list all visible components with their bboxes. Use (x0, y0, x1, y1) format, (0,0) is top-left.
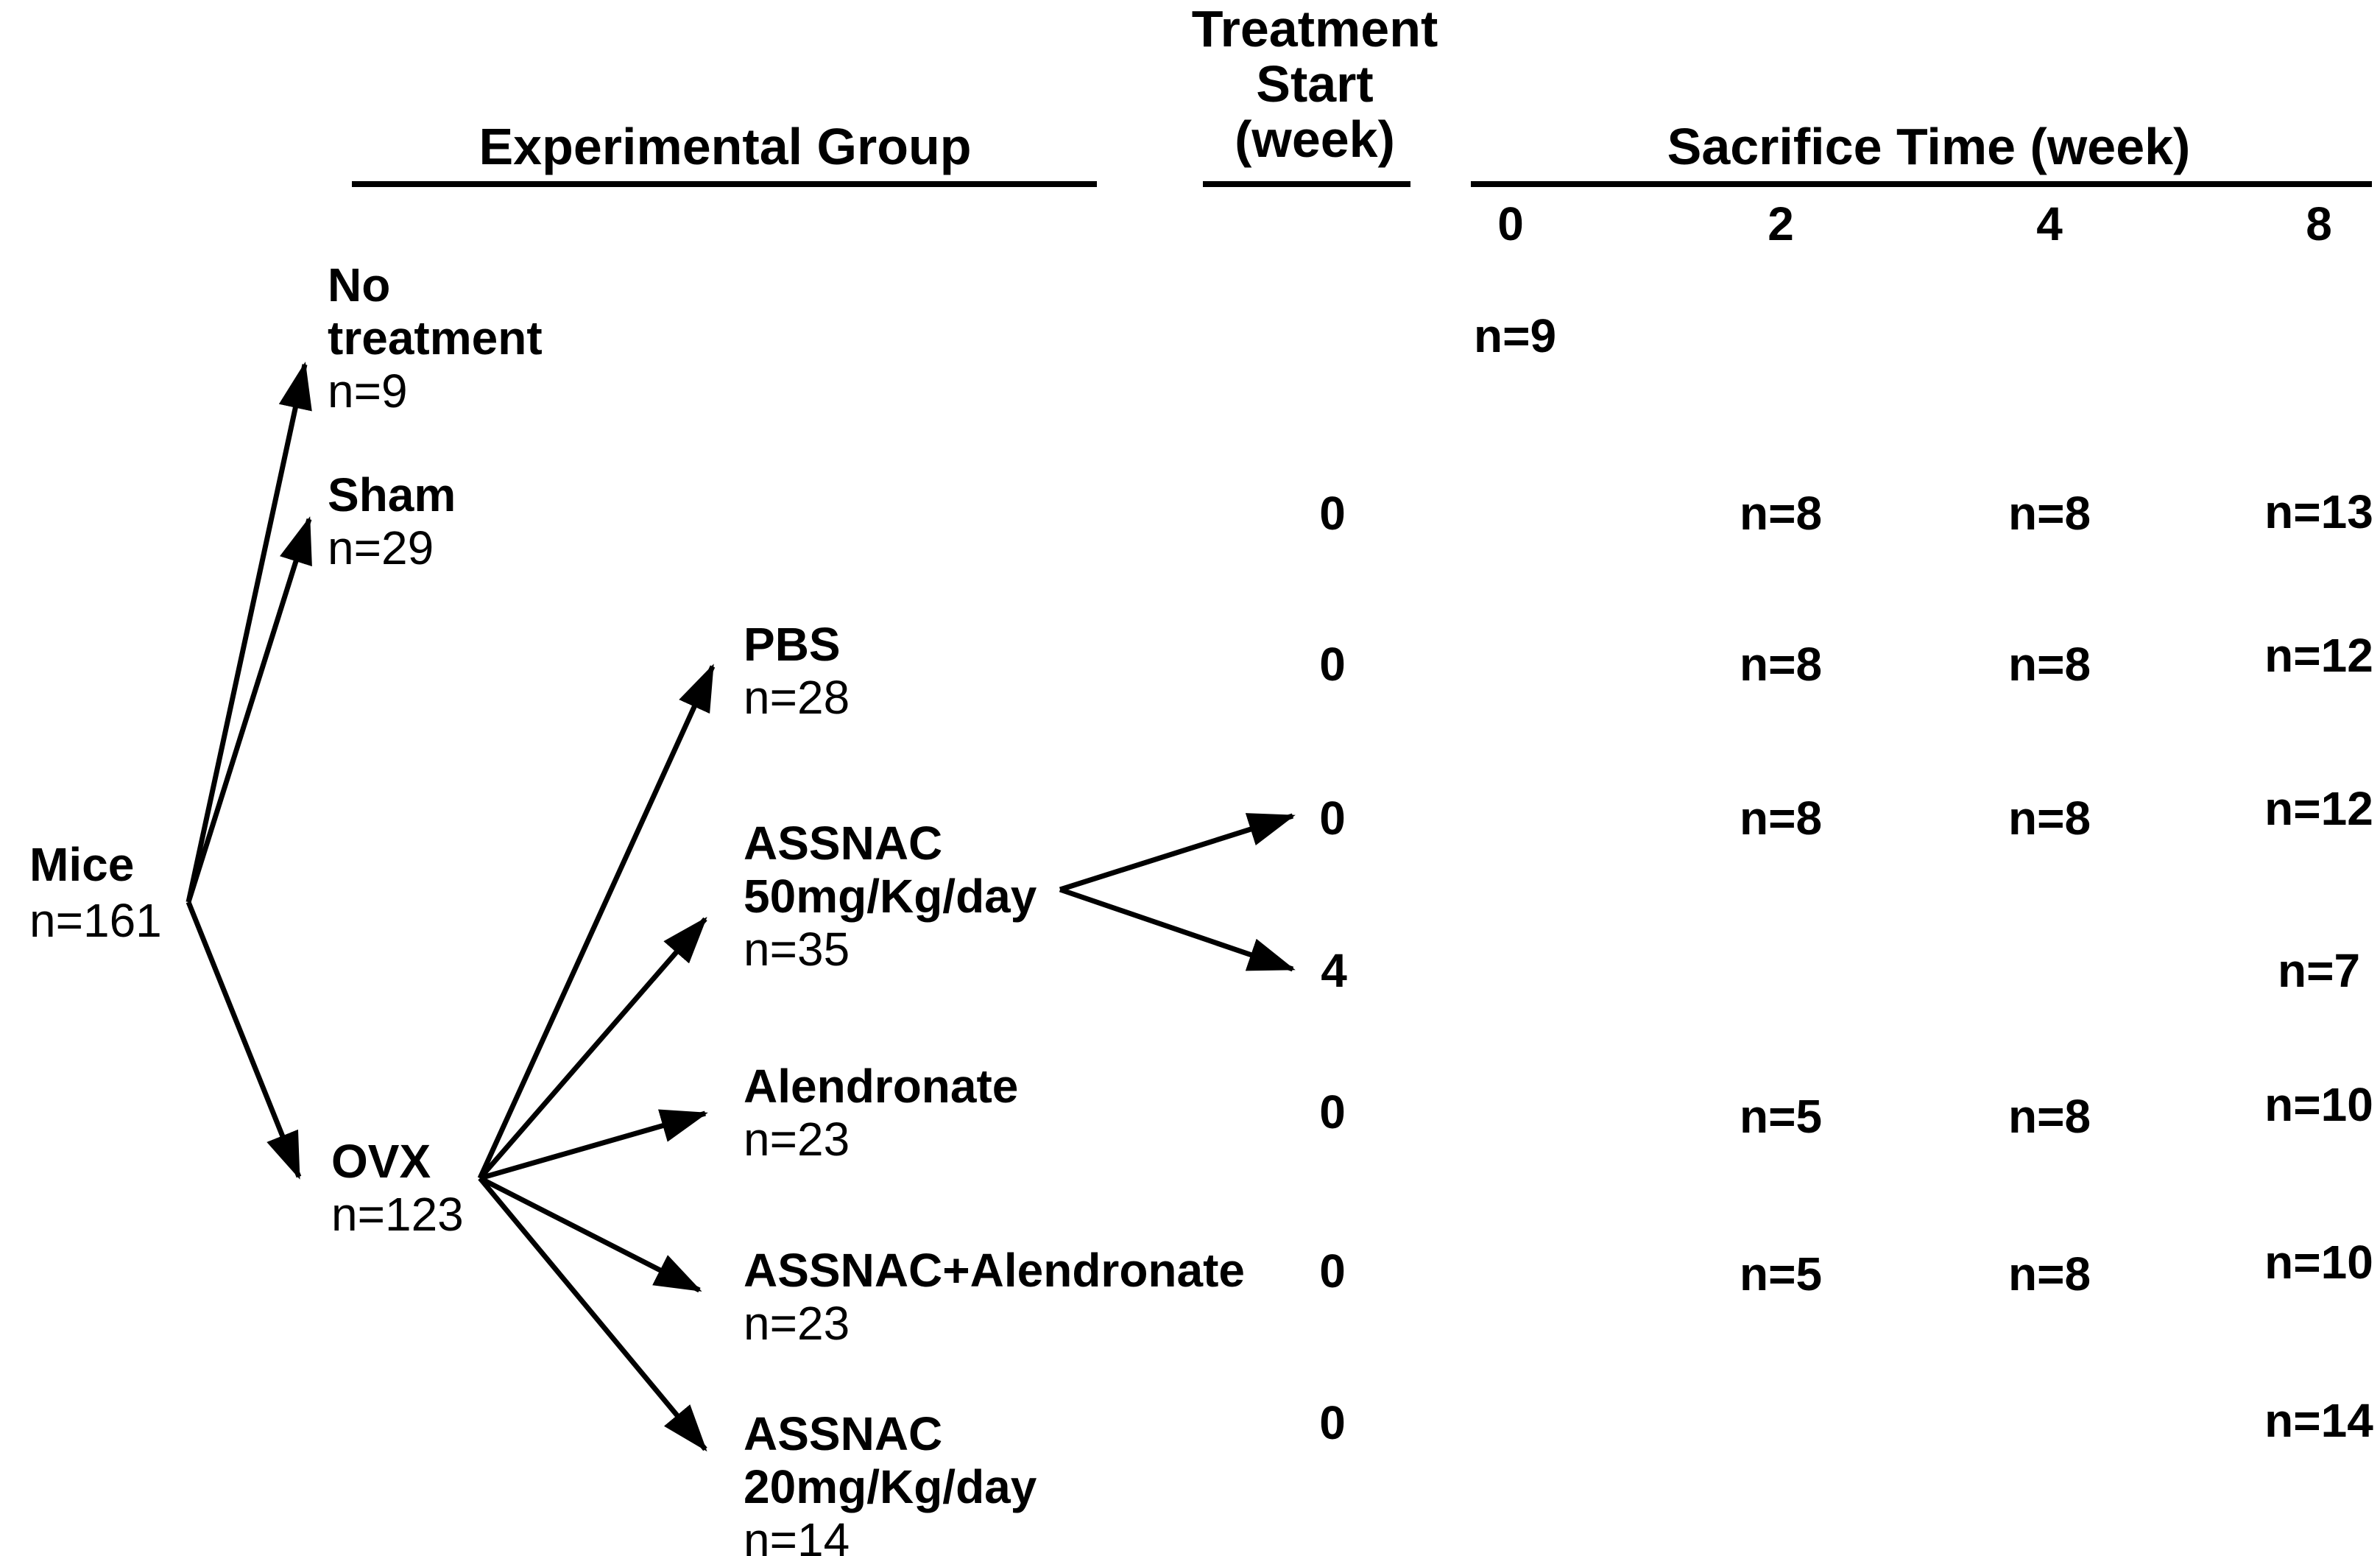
cell-no-treatment-week0: n=9 (1473, 309, 1557, 362)
start-assnac50-week0: 0 (1319, 792, 1346, 845)
node-assnac-alendronate-n: n=23 (744, 1297, 850, 1350)
cell-sham-week2: n=8 (1739, 487, 1823, 540)
experimental-group-underline (352, 181, 1097, 187)
node-pbs: PBS n=28 (744, 618, 850, 724)
sacrifice-col-week2: 2 (1768, 197, 1794, 250)
node-assnac50: ASSNAC 50mg/Kg/day n=35 (744, 817, 1037, 976)
node-alendronate: Alendronate n=23 (744, 1060, 1018, 1166)
arrow-mice-to-no-treatment (186, 362, 312, 903)
cell-alendronate-week2: n=5 (1739, 1090, 1823, 1143)
treatment-start-underline (1203, 181, 1410, 187)
node-alendronate-label: Alendronate (744, 1060, 1019, 1113)
start-assnac-alendronate: 0 (1319, 1245, 1346, 1298)
header-treatment-start-line2: Start (1256, 55, 1374, 113)
node-no-treatment-label-line2: treatment (328, 311, 543, 365)
start-assnac50-week4: 4 (1321, 944, 1347, 997)
cell-assnac50-week0-start-week8: n=12 (2264, 782, 2373, 835)
cell-alendronate-week8: n=10 (2264, 1078, 2373, 1131)
cell-assnac-alendronate-week2: n=5 (1739, 1247, 1823, 1300)
node-mice-n: n=161 (29, 894, 162, 947)
arrow-mice-to-ovx (186, 901, 302, 1180)
header-sacrifice-time: Sacrifice Time (week) (1667, 118, 2191, 175)
node-assnac50-n: n=35 (744, 923, 850, 976)
node-assnac-alendronate: ASSNAC+Alendronate n=23 (744, 1244, 1245, 1350)
node-ovx: OVX n=123 (331, 1135, 464, 1241)
sacrifice-col-week4: 4 (2036, 197, 2063, 250)
cell-pbs-week2: n=8 (1739, 638, 1823, 691)
node-ovx-n: n=123 (331, 1188, 464, 1241)
node-assnac50-label-line2: 50mg/Kg/day (744, 870, 1037, 923)
node-sham-n: n=29 (328, 521, 434, 574)
node-assnac20-n: n=14 (744, 1513, 850, 1556)
cell-assnac50-week0-start-week4: n=8 (2008, 792, 2091, 845)
arrow-ovx-to-assnac20 (478, 1176, 707, 1452)
node-alendronate-n: n=23 (744, 1113, 850, 1166)
start-assnac20: 0 (1319, 1396, 1346, 1449)
node-sham-label: Sham (328, 468, 456, 521)
cell-pbs-week4: n=8 (2008, 638, 2091, 691)
arrow-ovx-to-alendronate (479, 1109, 708, 1181)
arrow-assnac50-to-start0 (1059, 813, 1296, 893)
node-assnac-alendronate-label: ASSNAC+Alendronate (744, 1244, 1245, 1297)
node-assnac50-label-line1: ASSNAC (744, 817, 943, 870)
header-treatment-start-line1: Treatment (1191, 0, 1438, 57)
start-alendronate: 0 (1319, 1085, 1346, 1138)
node-mice-label: Mice (29, 838, 135, 891)
node-ovx-label: OVX (331, 1135, 431, 1188)
cell-alendronate-week4: n=8 (2008, 1090, 2091, 1143)
sacrifice-col-week0: 0 (1497, 197, 1524, 250)
node-pbs-n: n=28 (744, 671, 850, 724)
node-sham: Sham n=29 (328, 468, 456, 574)
node-no-treatment-n: n=9 (328, 365, 408, 418)
arrow-mice-to-sham (186, 516, 312, 904)
arrow-ovx-to-assnac50 (478, 916, 707, 1180)
header-treatment-start: Treatment Start (week) (1192, 1, 1438, 167)
node-assnac20: ASSNAC 20mg/Kg/day n=14 (744, 1407, 1037, 1556)
node-assnac20-label-line1: ASSNAC (744, 1407, 943, 1460)
start-pbs: 0 (1319, 638, 1346, 691)
arrow-ovx-to-pbs (477, 663, 716, 1180)
cell-assnac50-week0-start-week2: n=8 (1739, 792, 1823, 845)
cell-sham-week8: n=13 (2264, 485, 2373, 538)
cell-pbs-week8: n=12 (2264, 629, 2373, 682)
cell-assnac-alendronate-week8: n=10 (2264, 1236, 2373, 1289)
arrow-assnac50-to-start4 (1059, 887, 1296, 972)
start-sham: 0 (1319, 487, 1346, 540)
node-pbs-label: PBS (744, 618, 841, 671)
cell-sham-week4: n=8 (2008, 487, 2091, 540)
sacrifice-time-underline (1471, 181, 2372, 187)
header-experimental-group: Experimental Group (479, 118, 972, 175)
sacrifice-col-week8: 8 (2306, 197, 2332, 250)
node-no-treatment: No treatment n=9 (328, 258, 543, 418)
node-mice: Mice n=161 (29, 837, 162, 948)
cell-assnac50-week4-start-week8: n=7 (2277, 944, 2361, 997)
cell-assnac-alendronate-week4: n=8 (2008, 1247, 2091, 1300)
node-assnac20-label-line2: 20mg/Kg/day (744, 1460, 1037, 1513)
header-treatment-start-line3: (week) (1235, 110, 1395, 168)
arrow-ovx-to-assnac-alendronate (479, 1175, 702, 1293)
cell-assnac20-week8: n=14 (2264, 1394, 2373, 1447)
node-no-treatment-label-line1: No (328, 258, 391, 311)
